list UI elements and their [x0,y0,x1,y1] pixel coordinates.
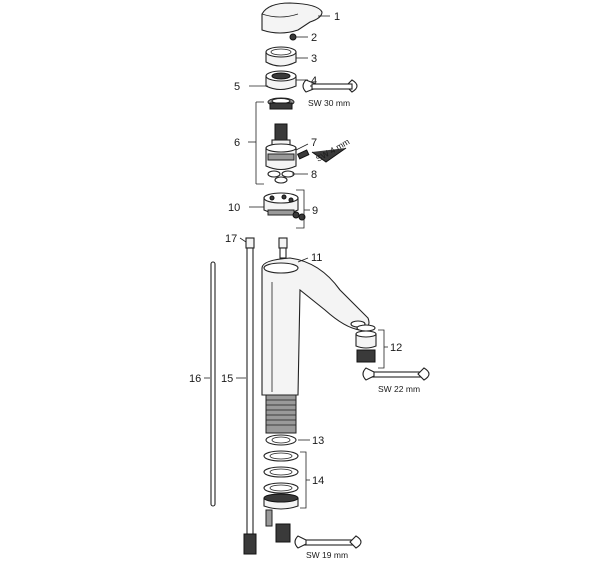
callout-15: 15 [221,373,233,385]
wrench-label-sw22: SW 22 mm [378,384,420,394]
wrench-label-sw30: SW 30 mm [308,98,350,108]
callout-2: 2 [311,32,317,44]
callout-7: 7 [311,137,317,149]
part-seals [267,170,295,184]
part-threaded-shank [265,394,297,434]
callout-11: 11 [311,252,322,264]
part-fixing-screws [292,211,306,221]
part-nut [265,70,297,91]
wrench-label-sw19: SW 19 mm [306,550,348,560]
leader-lines [204,15,388,509]
callout-9: 9 [312,205,318,217]
callout-12: 12 [390,342,402,354]
part-cap-ring [265,46,297,67]
callout-14: 14 [312,475,324,487]
callout-16: 16 [189,373,201,385]
callout-4: 4 [311,75,317,87]
part-stud-and-nut [265,509,291,543]
part-o-ring [267,97,295,110]
callout-17: 17 [225,233,237,245]
part-cartridge-base [263,192,299,216]
part-cartridge [265,123,297,171]
part-small-screw [296,149,310,160]
part-washer [265,434,297,446]
callout-1: 1 [334,11,340,23]
callout-10: 10 [228,202,240,214]
wrench-label-sw4: SW 4 mm [314,136,351,163]
part-aerator [355,324,377,363]
callout-3: 3 [311,53,317,65]
wrench-icon-sw30 [302,79,358,93]
callout-8: 8 [311,169,317,181]
part-pull-rod [210,261,216,507]
wrench-icon-sw22 [362,367,430,381]
part-supply-hoses [243,237,288,555]
callout-5: 5 [234,81,240,93]
hex-key-icon-sw4 [311,147,347,163]
callout-13: 13 [312,435,324,447]
wrench-icon-sw19 [294,535,362,549]
part-set-screw [289,33,297,41]
part-faucet-body [261,257,370,396]
part-lever-handle [261,2,323,34]
part-mounting-rings [263,450,299,510]
callout-6: 6 [234,137,240,149]
